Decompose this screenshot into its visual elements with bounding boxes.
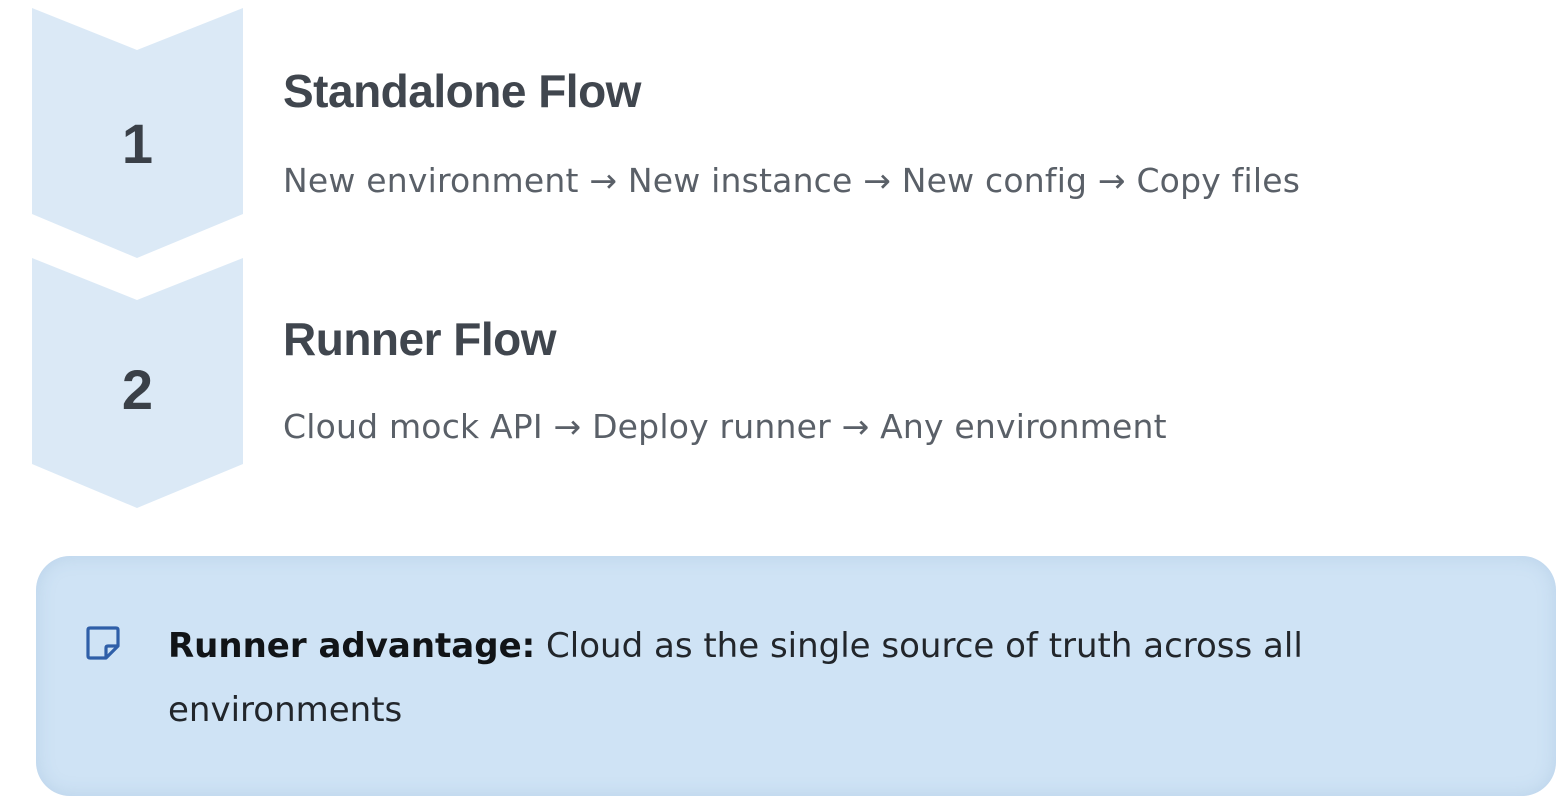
step-description: Cloud mock API → Deploy runner → Any env…	[283, 407, 1167, 446]
step-number: 2	[121, 358, 154, 421]
step-chevron-1	[32, 8, 243, 258]
step-number: 1	[121, 112, 154, 175]
callout-label: Runner advantage:	[168, 626, 536, 666]
note-icon	[84, 624, 122, 662]
step-title: Standalone Flow	[283, 65, 641, 117]
chevron-arrow-icon	[32, 8, 243, 258]
step-chevron-2	[32, 258, 243, 508]
runner-advantage-callout: Runner advantage: Cloud as the single so…	[36, 556, 1556, 796]
step-title: Runner Flow	[283, 313, 557, 365]
callout-body: Cloud as the single source of truth acro…	[168, 626, 1303, 730]
chevron-arrow-icon	[32, 258, 243, 508]
callout-text: Runner advantage: Cloud as the single so…	[168, 614, 1528, 742]
step-description: New environment → New instance → New con…	[283, 161, 1301, 200]
